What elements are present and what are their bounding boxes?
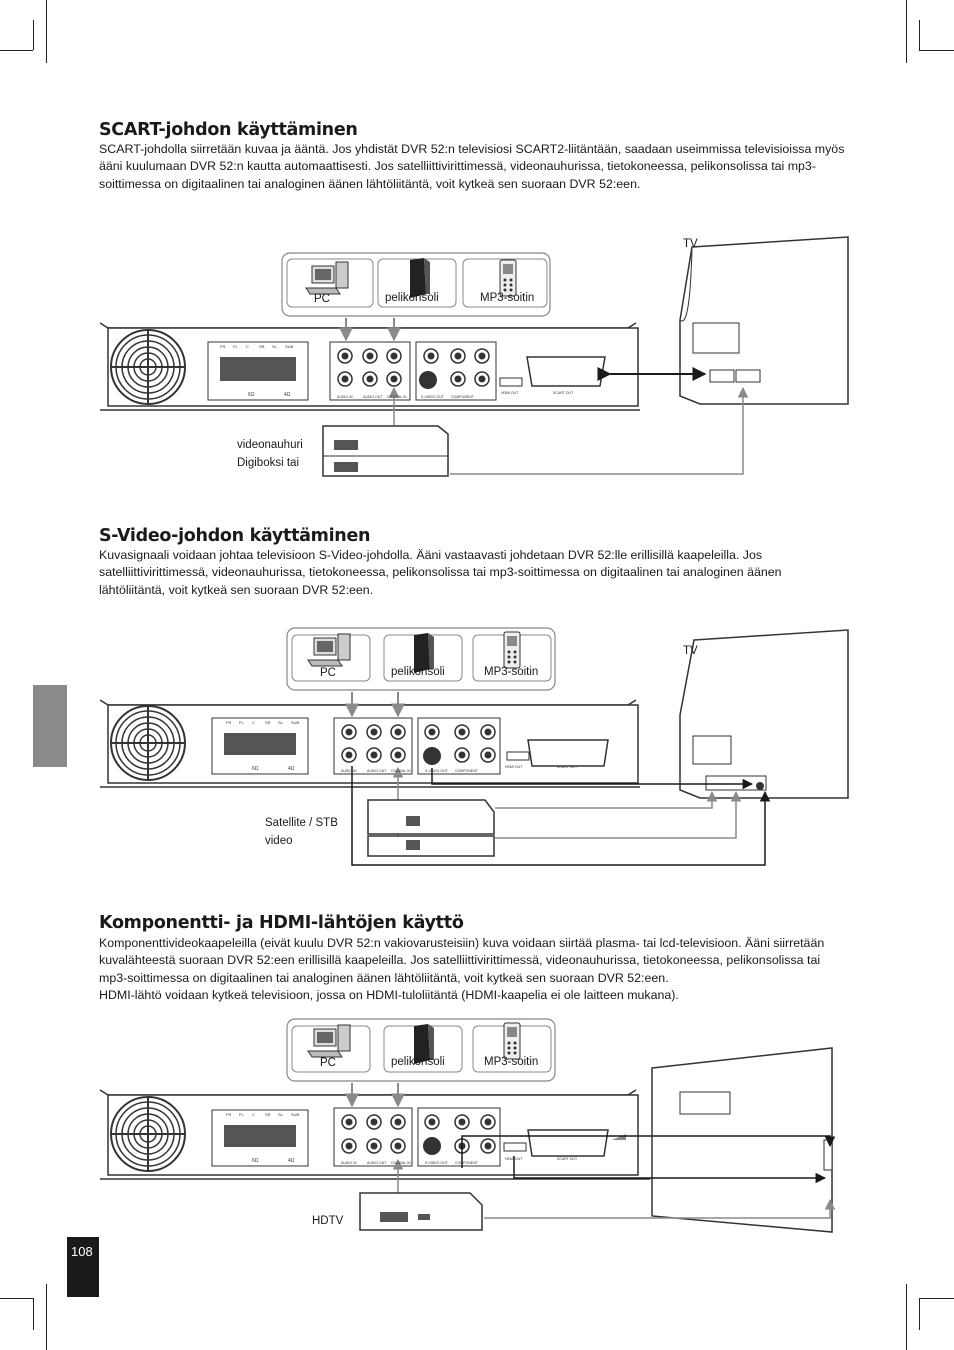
- speaker-label: SUB: [285, 344, 294, 349]
- section-text-scart: SCART-johdolla siirretään kuvaa ja ääntä…: [99, 142, 845, 191]
- section-title-scart: SCART-johdon käyttäminen: [99, 120, 358, 140]
- language-tab: [33, 685, 67, 767]
- component-label: COMPONENT: [455, 1161, 479, 1165]
- speaker-label: C: [252, 720, 255, 725]
- hdmi-label: HDMI OUT: [505, 765, 523, 769]
- scart-label: SCART OUT: [553, 391, 574, 395]
- ohm-label: 4Ω: [288, 1158, 295, 1164]
- svideo-label: S-VIDEO OUT: [425, 1161, 449, 1165]
- source-device-1: [322, 425, 449, 477]
- hdmi-label: HDMI OUT: [501, 391, 519, 395]
- receiver-panel-2: [99, 699, 640, 788]
- audio-in-label: AUDIO IN: [337, 395, 353, 399]
- coaxial-label: COAXIAL IN: [391, 1161, 411, 1165]
- label-pc-2: PC: [320, 667, 336, 679]
- speaker-label: FL: [239, 1112, 244, 1117]
- section-title-component: Komponentti- ja HDMI-lähtöjen käyttö: [99, 913, 464, 933]
- speaker-label: FL: [233, 344, 238, 349]
- speaker-label: C: [252, 1112, 255, 1117]
- hdmi-label: HDMI OUT: [505, 1157, 523, 1161]
- label-pc-1: PC: [314, 293, 330, 305]
- source-group-2: [286, 627, 556, 691]
- section-text-hdmi: HDMI-lähtö voidaan kytkeä televisioon, j…: [99, 988, 679, 1002]
- speaker-label: SL: [278, 1112, 284, 1117]
- receiver-panel-1: [99, 322, 640, 411]
- label-mp3-1: MP3-soitin: [480, 292, 535, 304]
- source-device-2: [367, 799, 495, 857]
- source-device-3: [359, 1192, 483, 1231]
- ohm-label: 6Ω: [248, 392, 255, 398]
- tv-2: [679, 629, 849, 799]
- audio-out-label: AUDIO OUT: [363, 395, 383, 399]
- section-text-svideo: Kuvasignaali voidaan johtaa televisioon …: [99, 548, 782, 597]
- speaker-label: C: [246, 344, 249, 349]
- ohm-label: 4Ω: [288, 766, 295, 772]
- speaker-label: SUB: [291, 1112, 300, 1117]
- label-pc-3: PC: [320, 1057, 336, 1069]
- coaxial-label: COAXIAL IN: [387, 395, 407, 399]
- label-device-1a: videonauhuri: [237, 439, 303, 451]
- page-number-box: [67, 1237, 99, 1297]
- label-device-1b: Digiboksi tai: [237, 457, 299, 469]
- label-console-3: pelikonsoli: [391, 1056, 445, 1068]
- speaker-label: SR: [265, 720, 271, 725]
- label-mp3-3: MP3-soitin: [484, 1056, 539, 1068]
- label-console-1: pelikonsoli: [385, 292, 439, 304]
- label-device-2a: Satellite / STB: [265, 817, 338, 829]
- audio-out-label: AUDIO OUT: [367, 1161, 387, 1165]
- page-number: 108: [71, 1244, 93, 1259]
- label-tv-1: TV: [683, 238, 698, 250]
- hdtv-3: [612, 1047, 833, 1233]
- audio-out-label: AUDIO OUT: [367, 769, 387, 773]
- receiver-panel-3: [99, 1089, 650, 1180]
- ohm-label: 6Ω: [252, 1158, 259, 1164]
- section-text-component: Komponenttivideokaapeleilla (eivät kuulu…: [99, 936, 825, 985]
- speaker-label: SR: [259, 344, 265, 349]
- audio-in-label: AUDIO IN: [341, 769, 357, 773]
- speaker-label: SUB: [291, 720, 300, 725]
- label-device-2b: video: [265, 835, 293, 847]
- label-tv-2: TV: [683, 645, 698, 657]
- ohm-label: 6Ω: [252, 766, 259, 772]
- label-mp3-2: MP3-soitin: [484, 666, 539, 678]
- coaxial-label: COAXIAL IN: [391, 769, 411, 773]
- section-title-svideo: S-Video-johdon käyttäminen: [99, 526, 371, 546]
- speaker-label: FL: [239, 720, 244, 725]
- scart-label: SCART OUT: [557, 1157, 578, 1161]
- scart-label: SCART OUT: [557, 765, 578, 769]
- label-console-2: pelikonsoli: [391, 666, 445, 678]
- speaker-label: SL: [278, 720, 284, 725]
- label-hdtv: HDTV: [312, 1215, 344, 1227]
- source-group-1: [281, 252, 551, 317]
- speaker-label: FR: [226, 1112, 231, 1117]
- component-label: COMPONENT: [451, 395, 475, 399]
- component-label: COMPONENT: [455, 769, 479, 773]
- speaker-label: FR: [226, 720, 231, 725]
- audio-in-label: AUDIO IN: [341, 1161, 357, 1165]
- svideo-label: S-VIDEO OUT: [425, 769, 449, 773]
- speaker-label: SL: [272, 344, 278, 349]
- speaker-label: SR: [265, 1112, 271, 1117]
- tv-1: [679, 236, 849, 405]
- source-group-3: [286, 1018, 556, 1082]
- ohm-label: 4Ω: [284, 392, 291, 398]
- svideo-label: S-VIDEO OUT: [421, 395, 445, 399]
- speaker-label: FR: [220, 344, 225, 349]
